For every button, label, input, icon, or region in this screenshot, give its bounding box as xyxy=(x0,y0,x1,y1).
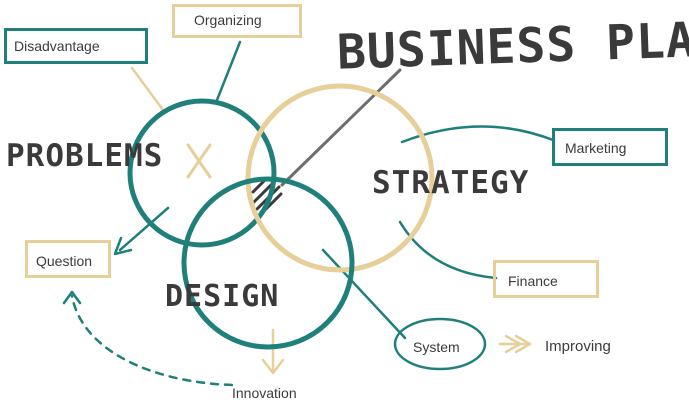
strategy-circle xyxy=(245,83,435,273)
pointer-line xyxy=(280,68,402,187)
disadvantage-box xyxy=(4,28,148,64)
connector-organizing xyxy=(215,40,242,102)
arrow-question-head xyxy=(113,236,133,256)
circle-label-problems: PROBLEMS xyxy=(6,138,164,174)
system-ellipse xyxy=(393,317,487,371)
innovation-label: Innovation xyxy=(232,385,297,400)
organizing-label: Organizing xyxy=(194,12,262,28)
arrow-question-line xyxy=(118,206,170,252)
design-circle xyxy=(181,176,355,350)
finance-box xyxy=(493,260,599,298)
disadvantage-label: Disadvantage xyxy=(14,38,100,54)
question-box xyxy=(25,240,111,278)
improving-label: Improving xyxy=(545,338,611,355)
connector-disadvantage xyxy=(130,66,165,112)
arrow-innovation-head xyxy=(261,358,285,375)
system-label: System xyxy=(413,339,460,355)
question-label: Question xyxy=(36,253,93,269)
organizing-box xyxy=(172,4,302,38)
dashed-arrow-head xyxy=(62,290,82,305)
marketing-box xyxy=(552,128,668,166)
x-mark-icon xyxy=(186,143,212,179)
connector-finance xyxy=(398,220,498,280)
finance-label: Finance xyxy=(508,273,558,289)
circle-label-design: DESIGN xyxy=(165,279,280,314)
marketing-label: Marketing xyxy=(565,140,627,156)
connector-system xyxy=(321,248,407,340)
problems-circle xyxy=(127,98,277,248)
circle-label-strategy: STRATEGY xyxy=(372,165,530,201)
improving-chevron-2 xyxy=(514,334,532,354)
dashed-return-arrow xyxy=(70,294,234,387)
